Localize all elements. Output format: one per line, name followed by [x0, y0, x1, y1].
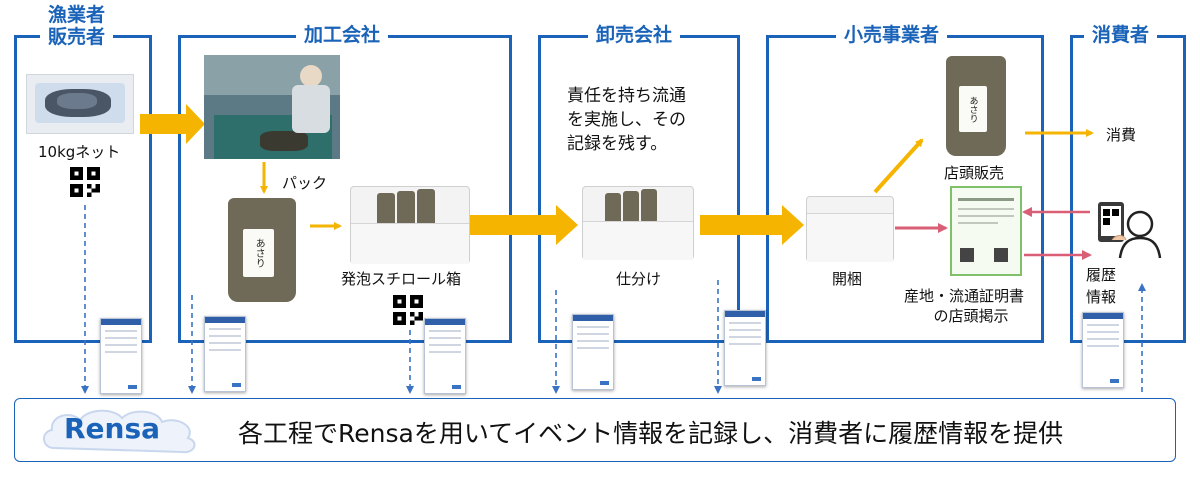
- app-screen-1: [100, 318, 142, 394]
- rensa-logo: Rensa: [64, 412, 161, 445]
- arrow-fisher-to-processor: [140, 104, 205, 144]
- responsibility-line3: 記録を残す。: [567, 134, 668, 154]
- stage-consumer-title: 消費者: [1084, 24, 1158, 46]
- certificate-label-line2: の店頭掲示: [933, 307, 1009, 325]
- arrow-to-store-sale: [873, 138, 924, 194]
- sorting-box: [582, 186, 694, 260]
- unpacking-label: 開梱: [832, 270, 863, 288]
- store-sale-label: 店頭販売: [944, 164, 1005, 182]
- net-tray-photo: [26, 74, 134, 134]
- consumer-scanning-icon: [1094, 200, 1162, 260]
- app-screen-4: [572, 314, 614, 390]
- sorting-label: 仕分け: [616, 270, 662, 288]
- pack-label: パック: [282, 174, 328, 192]
- processing-worker-photo: [204, 55, 340, 159]
- unpacked-box: [806, 196, 894, 262]
- app-screen-5: [724, 310, 766, 386]
- app-screen-2: [204, 316, 246, 392]
- responsibility-line1: 責任を持ち流通: [567, 86, 686, 106]
- app-screen-3: [424, 318, 466, 394]
- responsibility-text: 責任を持ち流通 を実施し、その 記録を残す。: [567, 84, 686, 156]
- stage-retailer-title: 小売事業者: [836, 24, 948, 46]
- rensa-banner: [14, 398, 1176, 462]
- stage-fisher-title-line2: 販売者: [48, 26, 106, 48]
- qr-code-icon: [393, 295, 423, 325]
- asari-pack: あさり: [228, 198, 296, 302]
- pack-product-label: あさり: [253, 238, 265, 269]
- banner-text: 各工程でRensaを用いてイベント情報を記録し、消費者に履歴情報を提供: [238, 419, 1064, 448]
- stage-wholesaler-title: 卸売会社: [588, 24, 681, 46]
- history-info-line1: 履歴: [1086, 266, 1117, 284]
- stage-fisher-title-line1: 漁業者: [48, 4, 106, 26]
- store-pack-product-label: あさり: [967, 95, 978, 123]
- certificate-label-line1: 産地・流通証明書: [904, 287, 1025, 305]
- arrow-wholesaler-to-retailer: [700, 205, 804, 245]
- qr-code-icon: [70, 167, 100, 197]
- certificate-document: [950, 186, 1022, 276]
- history-info-line2: 情報: [1086, 288, 1117, 306]
- arrow-processor-to-wholesaler: [470, 205, 578, 245]
- styrofoam-box-label: 発泡スチロール箱: [341, 270, 462, 288]
- store-sale-pack: あさり: [946, 56, 1006, 156]
- responsibility-line2: を実施し、その: [567, 110, 686, 130]
- styrofoam-box: [350, 186, 470, 264]
- history-info-label: 履歴 情報: [1086, 264, 1116, 308]
- stage-fisher-title: 漁業者 販売者: [40, 4, 114, 48]
- app-screen-6: [1082, 312, 1124, 388]
- net-label: 10kgネット: [38, 143, 121, 161]
- consumption-label: 消費: [1106, 126, 1137, 144]
- stage-processor-title: 加工会社: [296, 24, 389, 46]
- rensa-logo-cloud: [43, 409, 196, 454]
- certificate-label: 産地・流通証明書 の店頭掲示: [904, 286, 1024, 326]
